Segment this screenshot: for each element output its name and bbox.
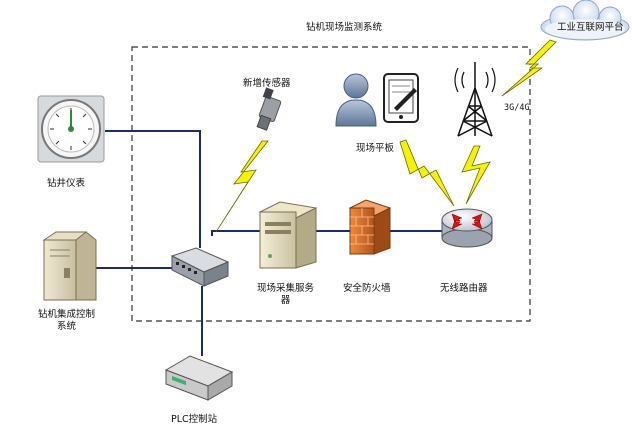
firewall-icon: [348, 199, 392, 255]
plc-station-icon: [164, 355, 234, 401]
lightning-tower: [461, 145, 491, 205]
system-title: 钻机现场监测系统: [306, 22, 383, 33]
server-icon: [258, 201, 318, 269]
cloud-icon: [540, 0, 630, 41]
tablet-icon: [383, 73, 419, 123]
firewall-label: 安全防火墙: [343, 283, 391, 294]
tablet-label: 现场平板: [356, 143, 395, 154]
person-icon: [335, 73, 377, 127]
network-links: [95, 130, 442, 356]
wireless-router-icon: [441, 208, 493, 248]
lightning-tablet: [399, 139, 455, 207]
cloud-label: 工业互联网平台: [557, 22, 624, 33]
control-system-label-line2: 系统: [57, 321, 77, 332]
link-switch-server: [211, 230, 262, 236]
system-boundary: [131, 46, 531, 322]
control-system-label: 钻机集成控制 系统: [38, 309, 95, 333]
lightning-cloud: [501, 39, 557, 97]
antenna-tower-icon: [454, 62, 496, 137]
server-label-line2: 器: [280, 295, 291, 306]
wireless-tag: 3G/4G: [504, 103, 530, 113]
control-cabinet-icon: [42, 231, 97, 301]
new-sensor-label: 新增传感器: [243, 78, 291, 89]
network-switch-icon: [170, 247, 230, 287]
server-label: 现场采集服务 器: [257, 283, 314, 307]
server-label-line1: 现场采集服务: [257, 283, 315, 294]
link-gauge-switch: [105, 130, 201, 248]
control-system-label-line1: 钻机集成控制: [38, 309, 96, 320]
router-label: 无线路由器: [440, 283, 488, 294]
gauge-icon: [37, 95, 105, 163]
wireless-links: [215, 39, 557, 233]
lightning-sensor: [215, 140, 269, 233]
plc-label: PLC控制站: [171, 414, 218, 425]
gauge-label: 钻井仪表: [47, 178, 86, 189]
pressure-sensor-icon: [256, 87, 282, 131]
